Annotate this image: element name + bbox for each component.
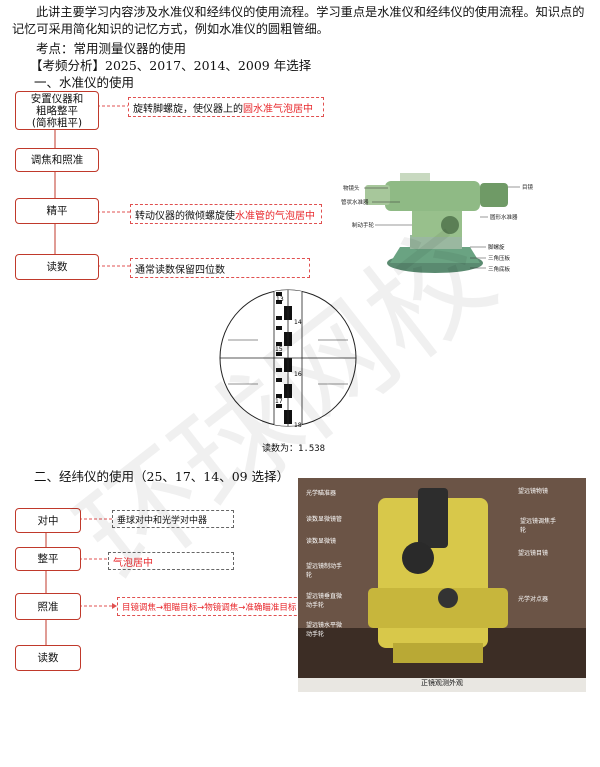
staff-num-16: 16 (294, 371, 302, 378)
photo-label-l4: 望远镜制动手轮 (306, 563, 343, 579)
level-note-3: 通常读数保留四位数 (130, 258, 310, 278)
level-step-setup: 安置仪器和 粗略整平 (简称粗平) (15, 91, 99, 130)
note-2-text: 转动仪器的微倾螺旋使 (135, 210, 235, 222)
photo-label-r3: 望远镜目镜 (518, 550, 549, 557)
label-tube-level: 管状水准器 (341, 200, 369, 206)
theodolite-step-leveling: 整平 (15, 547, 81, 571)
staff-num-18: 18 (294, 422, 302, 429)
theodolite-step-reading: 读数 (15, 645, 81, 671)
step-setup-line1: 安置仪器和 (30, 92, 84, 105)
t-note-2-highlight: 气泡居中 (113, 557, 153, 569)
level-step-focus: 调焦和照准 (15, 148, 99, 172)
theodolite-step-sighting: 照准 (15, 593, 81, 620)
label-foot-screw: 脚螺旋 (488, 245, 505, 251)
staff-num-17: 17 (275, 398, 283, 405)
label-circular-level: 圆形水准器 (490, 215, 518, 221)
step-setup-line2: 粗略整平 (36, 104, 78, 117)
label-objective: 物镜头 (343, 186, 360, 192)
level-instrument-image (330, 155, 560, 280)
t-note-3-highlight: 目镜调焦→粗瞄目标→物镜调焦→准确瞄准目标 (122, 602, 297, 613)
note-1-text: 旋转脚螺旋，使仪器上的 (133, 103, 243, 115)
level-step-fine-level: 精平 (15, 198, 99, 224)
staff-reading-view: 13 14 15 16 17 18 (219, 289, 357, 429)
theodolite-step-centering: 对中 (15, 508, 81, 533)
photo-label-l5: 望远镜垂直微动手轮 (306, 593, 343, 609)
photo-label-r2: 望远镜调焦手轮 (520, 518, 557, 534)
section-2-title: 二、经纬仪的使用（25、17、14、09 选择） (34, 469, 290, 484)
level-step-reading: 读数 (15, 254, 99, 280)
staff-num-13: 13 (276, 296, 284, 303)
theodolite-note-3: 目镜调焦→粗瞄目标→物镜调焦→准确瞄准目标 (117, 597, 312, 616)
theodolite-drawing (298, 478, 586, 692)
label-eyepiece: 目镜 (522, 185, 534, 191)
theodolite-photo: 光学瞄准器 读数显微镜管 读数显微镜 望远镜制动手轮 望远镜垂直微动手轮 望远镜… (298, 478, 586, 692)
theodolite-note-1: 垂球对中和光学对中器 (112, 510, 234, 528)
photo-label-r4: 光学对点器 (518, 596, 549, 603)
staff-num-15: 15 (275, 346, 283, 353)
staff-num-14: 14 (294, 319, 302, 326)
photo-label-r1: 望远镜物镜 (518, 488, 549, 495)
note-2-highlight: 水准管的气泡居中 (235, 210, 315, 222)
level-note-1: 旋转脚螺旋，使仪器上的圆水准气泡居中 (128, 97, 324, 117)
note-1-highlight: 圆水准气泡居中 (243, 103, 313, 115)
note-3-text: 通常读数保留四位数 (135, 264, 225, 276)
intro-paragraph: 此讲主要学习内容涉及水准仪和经纬仪的使用流程。学习重点是水准仪和经纬仪的使用流程… (12, 5, 585, 36)
photo-label-l2: 读数显微镜管 (306, 516, 343, 523)
theodolite-note-2: 气泡居中 (108, 552, 234, 570)
photo-label-l1: 光学瞄准器 (306, 490, 337, 497)
photo-caption: 正镜观测外观 (421, 679, 463, 687)
level-note-2: 转动仪器的微倾螺旋使水准管的气泡居中 (130, 204, 322, 224)
frequency-analysis: 【考频分析】2025、2017、2014、2009 年选择 (30, 58, 312, 73)
kaodian-line: 考点：常用测量仪器的使用 (36, 41, 187, 56)
step-setup-line3: (简称粗平) (31, 116, 83, 129)
photo-label-l3: 读数显微镜 (306, 538, 337, 545)
staff-reading-value: 读数为：1.538 (262, 444, 326, 454)
photo-label-l6: 望远镜水平微动手轮 (306, 622, 343, 638)
label-triangle-plate: 三角压板 (488, 256, 511, 262)
label-triangle-base: 三角底板 (488, 267, 511, 273)
section-1-title: 一、水准仪的使用 (34, 75, 135, 90)
label-brake: 制动手轮 (352, 223, 375, 229)
t-note-1-text: 垂球对中和光学对中器 (117, 515, 208, 526)
